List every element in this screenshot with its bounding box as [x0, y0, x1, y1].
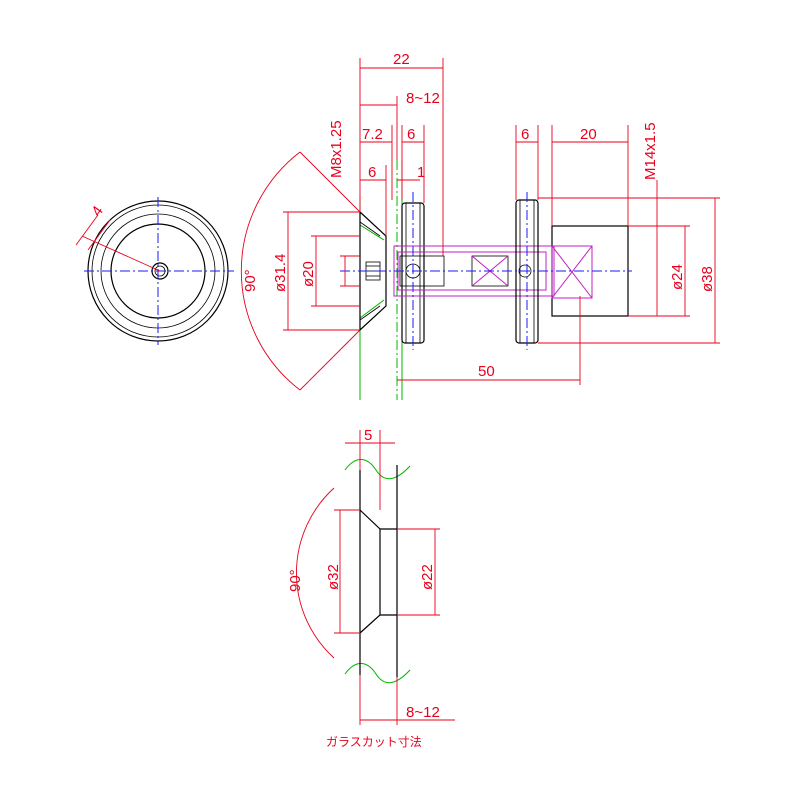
dim-dia31-4: ø31.4: [272, 254, 289, 292]
dim-dia24: ø24: [669, 264, 686, 290]
dim-m14: M14x1.5: [642, 122, 659, 180]
dim-4: 4: [88, 203, 107, 220]
dim-6-b: 6: [368, 164, 376, 181]
dim-dia22: ø22: [419, 564, 436, 590]
dim-dia32: ø32: [325, 564, 342, 590]
side-dimensions: 22 8~12 7.2 6 6 1 M8x1.25 6 20 M14x1.5 ø…: [240, 51, 720, 391]
angle-90-bottom: 90°: [287, 569, 304, 592]
glass-cut-note: ガラスカット寸法: [326, 735, 422, 749]
dim-20: 20: [580, 126, 597, 143]
dim-1: 1: [417, 164, 425, 181]
dim-6-c: 6: [521, 126, 529, 143]
dim-8-12-top: 8~12: [406, 90, 440, 107]
dim-dia20: ø20: [300, 261, 317, 287]
dim-50: 50: [478, 363, 495, 380]
dim-8-12-bottom: 8~12: [406, 704, 440, 721]
dim-6-a: 6: [407, 126, 415, 143]
dim-22: 22: [393, 51, 410, 68]
dim-7-2: 7.2: [362, 126, 383, 143]
glass-cut-view: 5 ø32 ø22 90° 8~12 ガラスカット寸法: [287, 427, 455, 749]
angle-90-top: 90°: [242, 269, 259, 292]
side-view: [340, 160, 632, 400]
dim-dia38: ø38: [699, 266, 716, 292]
dim-5: 5: [364, 427, 372, 444]
dim-m8: M8x1.25: [328, 120, 345, 178]
front-view: 4: [75, 197, 234, 345]
